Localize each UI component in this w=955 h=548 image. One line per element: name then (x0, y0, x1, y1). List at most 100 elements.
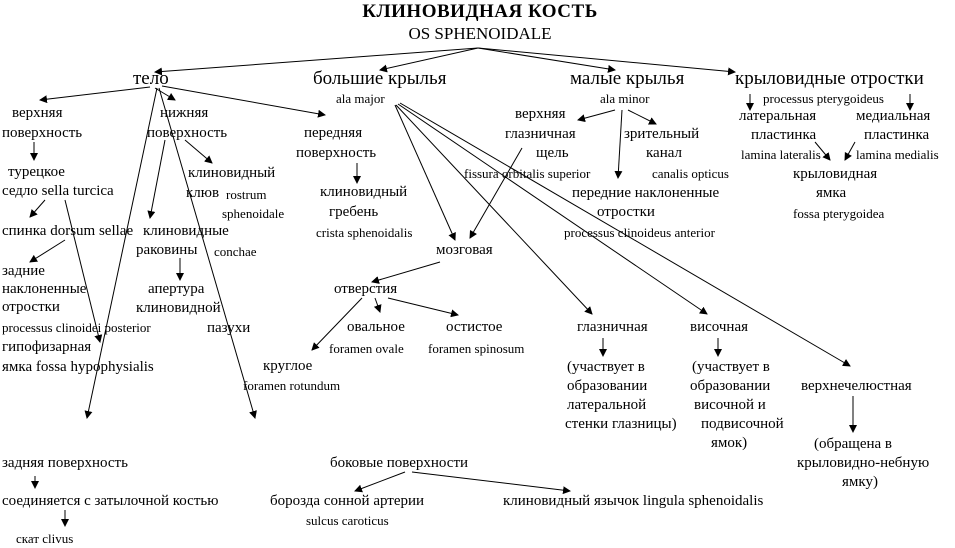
node-spinous-latin: foramen spinosum (428, 341, 525, 356)
arrow-title-pterygoid (477, 47, 736, 76)
node-carotid-groove: борозда сонной артерии (270, 493, 425, 509)
arrow-lateral-lingula (411, 471, 571, 495)
node-dorsum: спинка dorsum sellae (2, 223, 134, 239)
arrow-greater-orbital (395, 104, 593, 315)
arrow-title-greater (379, 47, 479, 73)
node-greater-wings: большие крылья (313, 68, 447, 89)
node-orbital-note-3: латеральной (567, 397, 647, 413)
node-lateral-plate-2: пластинка (751, 127, 817, 143)
node-maxillary-note-1: (обращена в (814, 436, 893, 452)
arrow-lesser-optic (627, 109, 657, 125)
arrow-body-lateral (158, 87, 257, 419)
node-temporal-note-3: височной и (694, 397, 766, 413)
node-hypophyseal-2: ямка fossa hypophysialis (2, 359, 154, 375)
node-fissure-3: щель (536, 145, 569, 161)
node-conchae-latin: conchae (214, 244, 257, 259)
node-anterior-processes-1: передние наклоненные (572, 185, 720, 201)
node-temporal-note-1: (участвует в (692, 359, 770, 375)
arrow-fissure-cerebral (469, 147, 523, 239)
node-medial-plate-1: медиальная (856, 108, 931, 124)
arrow-openings-oval (373, 297, 382, 313)
arrow-lesser-fissure (577, 109, 616, 123)
node-optic-latin: canalis opticus (652, 166, 729, 181)
arrow-openings-round (311, 297, 363, 351)
node-pterygoid: крыловидные отростки (735, 68, 924, 89)
arrow-title-lesser (477, 47, 616, 73)
arrow-title-body (154, 47, 479, 76)
node-orbital-note-2: образовании (567, 378, 648, 394)
node-aperture-2: клиновидной (136, 300, 221, 316)
node-posterior-processes-3: отростки (2, 299, 60, 315)
node-rostrum-latin-2: sphenoidale (222, 206, 285, 221)
arrow-lesser-anterior (614, 109, 623, 179)
arrow-lower-conchae (147, 139, 166, 219)
node-rostrum: клиновидный (188, 165, 276, 181)
node-lateral-surfaces: боковые поверхности (330, 455, 469, 471)
arrow-lateral-fossa (814, 141, 831, 161)
arrow-body-posterior (84, 87, 158, 419)
node-oval-latin: foramen ovale (329, 341, 404, 356)
arrow-dorsum-posterior (29, 239, 66, 263)
node-anterior-processes-latin: processus clinoideus anterior (564, 225, 715, 240)
node-carotid-groove-latin: sulcus caroticus (306, 513, 389, 528)
node-fissure-latin: fissura orbitalis superior (464, 166, 591, 181)
node-lateral-plate-latin: lamina lateralis (741, 147, 821, 162)
node-cerebral: мозговая (436, 242, 493, 258)
node-conchae-2: раковины (136, 242, 198, 258)
node-sella-2: седло sella turcica (2, 183, 114, 199)
node-lower-surface-1: нижняя (160, 105, 209, 121)
node-crest-1: клиновидный (320, 184, 408, 200)
arrow-cerebral-openings (371, 261, 441, 284)
arrow-sella-dorsum (29, 199, 46, 218)
node-sella-1: турецкое (8, 164, 65, 180)
node-orbital: глазничная (577, 319, 648, 335)
node-fissure-2: глазничная (505, 126, 576, 142)
node-posterior-processes-latin: processus clinoidei posterior (2, 320, 151, 335)
node-rostrum-2: клюв (186, 185, 220, 201)
node-medial-plate-latin: lamina medialis (856, 147, 939, 162)
node-optic-2: канал (646, 145, 683, 161)
arrow-lateral-carotid (354, 471, 406, 493)
node-conchae: клиновидные (143, 223, 229, 239)
node-anterior-processes-2: отростки (597, 204, 655, 220)
node-fossa-2: ямка (816, 185, 847, 201)
node-crest-2: гребень (329, 204, 379, 220)
arrow-body-anterior (161, 85, 326, 118)
node-maxillary: верхнечелюстная (801, 378, 912, 394)
node-temporal-note-5: ямок) (711, 435, 748, 451)
node-clivus: скат clivus (16, 531, 74, 546)
node-greater-wings-latin: ala major (336, 91, 385, 106)
node-fissure-1: верхняя (515, 106, 566, 122)
node-posterior-surface: задняя поверхность (2, 455, 128, 471)
node-posterior-processes-2: наклоненные (2, 281, 87, 297)
node-anterior-surface-2: поверхность (296, 145, 377, 161)
node-maxillary-note-3: ямку) (842, 474, 878, 490)
node-lesser-wings: малые крылья (570, 68, 685, 89)
node-optic-1: зрительный (624, 126, 700, 142)
arrow-medial-fossa (844, 141, 856, 161)
node-lesser-wings-latin: ala minor (600, 91, 650, 106)
node-aperture-1: апертура (148, 281, 205, 297)
node-orbital-note-4: стенки глазницы) (565, 416, 677, 432)
node-spinous: остистое (446, 319, 503, 335)
node-occipital-join: соединяется с затылочной костью (2, 493, 219, 509)
diagram-subtitle: OS SPHENOIDALE (408, 24, 552, 43)
node-temporal: височная (690, 319, 749, 335)
node-lateral-plate-1: латеральная (739, 108, 817, 124)
arrow-greater-temporal (397, 103, 708, 315)
node-anterior-surface-1: передняя (304, 125, 363, 141)
node-fossa-latin: fossa pterygoidea (793, 206, 885, 221)
node-pterygoid-latin: processus pterygoideus (763, 91, 884, 106)
node-rostrum-latin: rostrum (226, 187, 267, 202)
arrow-openings-spinous (387, 297, 459, 318)
node-upper-surface-1: верхняя (12, 105, 63, 121)
node-crest-latin: crista sphenoidalis (316, 225, 413, 240)
node-round: круглое (263, 358, 313, 374)
node-upper-surface-2: поверхность (2, 125, 83, 141)
node-lingula: клиновидный язычок lingula sphenoidalis (503, 493, 764, 509)
arrow-lower-rostrum (184, 139, 213, 164)
node-medial-plate-2: пластинка (864, 127, 930, 143)
diagram-title: КЛИНОВИДНАЯ КОСТЬ (362, 1, 598, 22)
